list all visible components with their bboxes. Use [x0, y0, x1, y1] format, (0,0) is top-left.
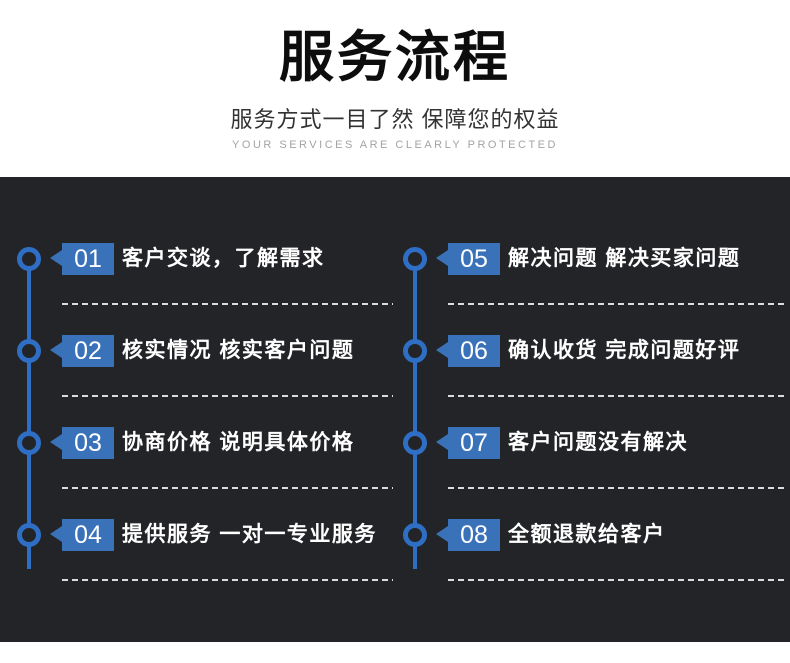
step-number-badge: 01	[50, 243, 114, 275]
timeline-node-icon	[403, 247, 427, 271]
step-number: 01	[74, 245, 102, 273]
step-item: 06 确认收货 完成问题好评	[386, 305, 790, 397]
step-number: 05	[460, 245, 488, 273]
timeline-node-icon	[17, 339, 41, 363]
row-divider	[62, 395, 393, 397]
step-item: 02 核实情况 核实客户问题	[0, 305, 395, 397]
row-divider	[448, 303, 788, 305]
step-label: 全额退款给客户	[508, 523, 666, 546]
step-label: 协商价格 说明具体价格	[122, 431, 355, 454]
step-label: 核实情况 核实客户问题	[122, 339, 355, 362]
timeline-node-icon	[17, 523, 41, 547]
row-divider	[448, 487, 788, 489]
timeline-line	[413, 259, 417, 569]
timeline-node-icon	[17, 431, 41, 455]
step-label: 提供服务 一对一专业服务	[122, 523, 377, 546]
page-subtitle: 服务方式一目了然 保障您的权益	[230, 107, 560, 132]
step-item: 03 协商价格 说明具体价格	[0, 397, 395, 489]
page-subtitle-en: YOUR SERVICES ARE CLEARLY PROTECTED	[232, 139, 558, 151]
step-label: 确认收货 完成问题好评	[508, 339, 741, 362]
page-title: 服务流程	[278, 26, 511, 88]
step-number-badge: 05	[436, 243, 500, 275]
step-number: 03	[74, 429, 102, 457]
step-item: 08 全额退款给客户	[386, 489, 790, 581]
row-divider	[62, 579, 393, 581]
step-item: 01 客户交谈，了解需求	[0, 213, 395, 305]
timeline-node-icon	[403, 431, 427, 455]
row-divider	[62, 487, 393, 489]
row-divider	[448, 395, 788, 397]
timeline-column-left: 01 客户交谈，了解需求 02 核实情况 核实客户问题 03 协商价格 说明具体…	[0, 177, 395, 642]
step-label: 解决问题 解决买家问题	[508, 247, 741, 270]
step-label: 客户交谈，了解需求	[122, 247, 325, 270]
timeline-line	[27, 259, 31, 569]
step-number: 08	[460, 521, 488, 549]
step-number: 07	[460, 429, 488, 457]
step-number-badge: 04	[50, 519, 114, 551]
step-item: 04 提供服务 一对一专业服务	[0, 489, 395, 581]
row-divider	[62, 303, 393, 305]
step-item: 05 解决问题 解决买家问题	[386, 213, 790, 305]
step-number-badge: 03	[50, 427, 114, 459]
step-number-badge: 07	[436, 427, 500, 459]
timeline-node-icon	[403, 339, 427, 363]
timeline-node-icon	[17, 247, 41, 271]
process-panel: 01 客户交谈，了解需求 02 核实情况 核实客户问题 03 协商价格 说明具体…	[0, 177, 790, 642]
step-label: 客户问题没有解决	[508, 431, 688, 454]
row-divider	[448, 579, 788, 581]
step-number-badge: 02	[50, 335, 114, 367]
header: 服务流程 服务方式一目了然 保障您的权益 YOUR SERVICES ARE C…	[0, 0, 790, 152]
timeline-column-right: 05 解决问题 解决买家问题 06 确认收货 完成问题好评 07 客户问题没有解…	[386, 177, 790, 642]
step-number: 04	[74, 521, 102, 549]
step-number: 02	[74, 337, 102, 365]
step-number-badge: 08	[436, 519, 500, 551]
step-item: 07 客户问题没有解决	[386, 397, 790, 489]
step-number-badge: 06	[436, 335, 500, 367]
step-number: 06	[460, 337, 488, 365]
timeline-node-icon	[403, 523, 427, 547]
